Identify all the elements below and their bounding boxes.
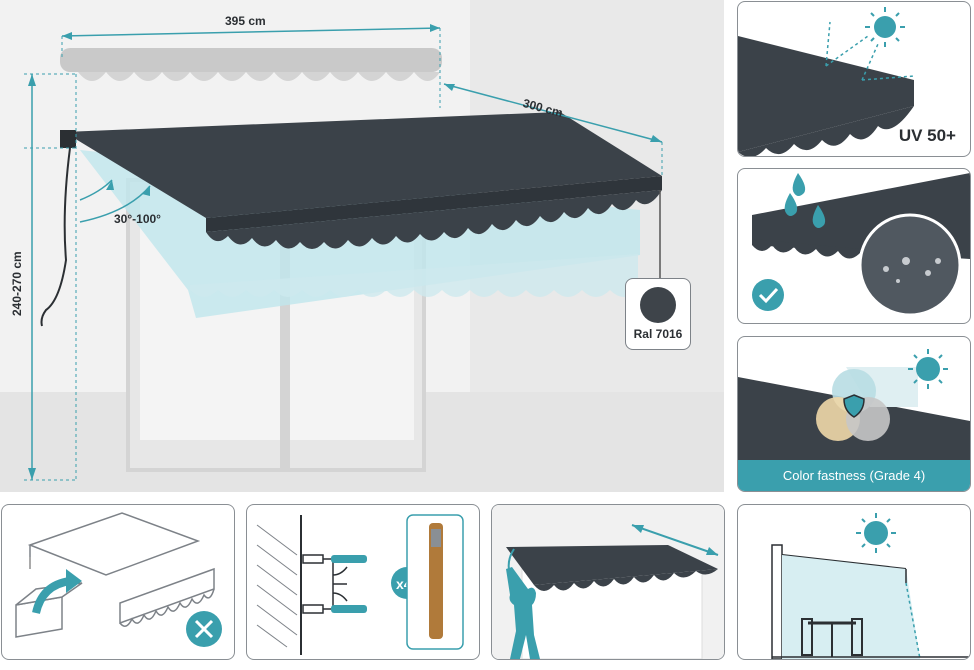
mounting-hardware-panel: x4 — [246, 504, 480, 660]
waterproof-panel — [737, 168, 971, 324]
sun-icon — [874, 16, 896, 38]
sun-icon — [916, 357, 940, 381]
mounting-hardware-illustration: x4 — [256, 514, 464, 655]
color-swatch — [640, 287, 676, 323]
anchor-bolt — [429, 523, 443, 639]
curved-arrow-icon — [32, 577, 71, 615]
person-silhouette — [506, 567, 540, 659]
waterproof-illustration — [752, 173, 970, 317]
sun-shade-illustration — [771, 513, 970, 659]
uv-protection-illustration — [738, 7, 915, 156]
crank-operation-panel — [491, 504, 725, 660]
water-drop-icon — [812, 205, 826, 228]
sun-shade-panel — [737, 504, 971, 660]
color-swatch-card: Ral 7016 — [625, 278, 691, 350]
color-fastness-illustration — [738, 349, 970, 461]
width-dimension-label: 395 cm — [225, 14, 266, 28]
crank-operation-illustration — [492, 505, 724, 659]
height-dimension-label: 240-270 cm — [10, 251, 24, 316]
shield-icon — [843, 394, 865, 418]
uv-protection-panel: UV 50+ — [737, 1, 971, 157]
assembly-illustration — [15, 512, 222, 647]
uv-rating-label: UV 50+ — [898, 126, 956, 145]
color-fastness-caption: Color fastness (Grade 4) — [738, 460, 970, 491]
water-drop-icon — [784, 193, 798, 216]
angle-range-label: 30°-100° — [114, 212, 161, 226]
assembly-panel — [1, 504, 235, 660]
color-fastness-panel: Color fastness (Grade 4) — [737, 336, 971, 492]
fabric-closeup — [858, 213, 962, 317]
color-code-label: Ral 7016 — [633, 327, 683, 341]
checkmark-icon — [752, 279, 784, 311]
water-drop-icon — [792, 173, 806, 196]
main-awning-illustration — [0, 0, 724, 492]
sun-icon — [864, 521, 888, 545]
